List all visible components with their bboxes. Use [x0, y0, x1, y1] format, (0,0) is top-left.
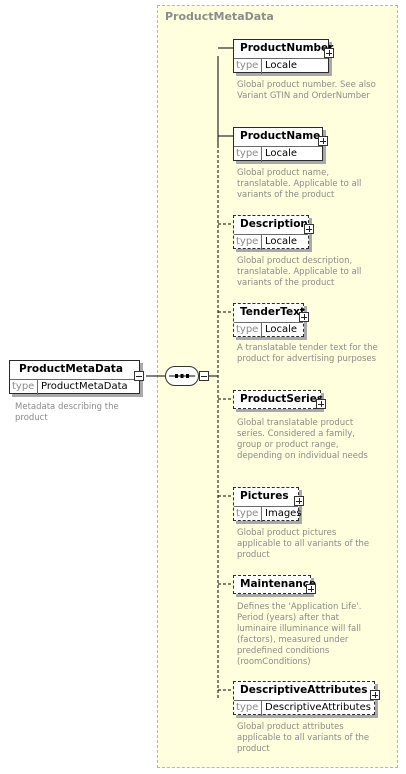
element-node-title: ProductName: [240, 130, 321, 142]
element-node-description[interactable]: Description type Locale: [233, 215, 309, 250]
plus-box-icon[interactable]: [294, 496, 304, 506]
type-separator: [261, 323, 262, 338]
element-node-title: ProductNumber: [240, 42, 334, 54]
element-description: Global product name, translatable. Appli…: [237, 168, 362, 200]
element-node-productname[interactable]: ProductName type Locale: [233, 127, 323, 162]
element-type-label: type: [236, 702, 259, 713]
element-type-value: Locale: [265, 60, 298, 71]
element-type-label: type: [236, 60, 259, 71]
element-type-label: type: [236, 508, 259, 519]
element-description: Global product number. See also Variant …: [237, 80, 376, 101]
element-node-tendertext[interactable]: TenderText type Locale: [233, 303, 305, 338]
plus-box-icon[interactable]: [324, 48, 334, 58]
element-node-productseries[interactable]: ProductSeries: [233, 390, 324, 409]
element-type-row: type Locale: [234, 58, 328, 74]
element-description: A translatable tender text for the produ…: [237, 343, 378, 364]
root-type-row: type ProductMetaData: [10, 379, 139, 395]
minus-box-icon[interactable]: [134, 371, 144, 381]
plus-box-icon[interactable]: [370, 690, 380, 700]
element-node-title: ProductSeries: [240, 393, 324, 405]
type-separator: [37, 380, 38, 395]
element-type-value: DescriptiveAttributes: [265, 702, 371, 713]
element-type-label: type: [236, 236, 259, 247]
element-type-row: type Locale: [234, 146, 322, 162]
plus-box-icon[interactable]: [299, 312, 309, 322]
plus-box-icon[interactable]: [316, 399, 326, 409]
type-separator: [261, 507, 262, 522]
element-type-row: type Images: [234, 506, 302, 522]
element-type-row: type Locale: [234, 322, 303, 338]
element-type-row: type Locale: [234, 234, 308, 250]
element-type-value: Locale: [265, 148, 298, 159]
element-description: Global product attributes applicable to …: [237, 722, 370, 754]
plus-box-icon[interactable]: [306, 584, 316, 594]
element-type-value: Locale: [265, 324, 298, 335]
element-type-value: Images: [265, 508, 302, 519]
element-node-descriptiveattributes[interactable]: DescriptiveAttributes type DescriptiveAttr…: [233, 681, 375, 716]
type-separator: [261, 235, 262, 250]
element-description: Global translatable product series. Cons…: [237, 418, 368, 461]
sequence-compositor-icon[interactable]: [165, 366, 199, 386]
element-node-title: TenderText: [240, 306, 305, 318]
element-node-title: DescriptiveAttributes: [240, 684, 368, 696]
element-type-label: type: [236, 324, 259, 335]
element-node-title: Maintenance: [240, 578, 317, 590]
group-title: ProductMetaData: [165, 10, 274, 23]
minus-box-icon[interactable]: [199, 371, 209, 381]
type-separator: [261, 701, 262, 716]
root-type-label: type: [12, 381, 35, 392]
element-node-title: Pictures: [240, 490, 289, 502]
element-type-label: type: [236, 148, 259, 159]
element-description: Global product description, translatable…: [237, 256, 362, 288]
element-node-pictures[interactable]: Pictures type Images: [233, 487, 302, 522]
root-description: Metadata describing the product: [15, 402, 119, 423]
root-type-value: ProductMetaData: [41, 381, 128, 392]
element-node-title: Description: [240, 218, 308, 230]
element-description: Global product pictures applicable to al…: [237, 528, 370, 560]
root-node[interactable]: ProductMetaData type ProductMetaData: [9, 360, 140, 395]
type-separator: [261, 147, 262, 162]
element-description: Defines the 'Application Life'. Period (…: [237, 602, 362, 667]
plus-box-icon[interactable]: [318, 136, 328, 146]
element-node-maintenance[interactable]: Maintenance: [233, 575, 316, 594]
type-separator: [261, 59, 262, 74]
element-node-productnumber[interactable]: ProductNumber type Locale: [233, 39, 333, 74]
root-node-title: ProductMetaData: [19, 363, 123, 375]
element-type-value: Locale: [265, 236, 298, 247]
plus-box-icon[interactable]: [304, 224, 314, 234]
element-type-row: type DescriptiveAttributes: [234, 700, 374, 716]
